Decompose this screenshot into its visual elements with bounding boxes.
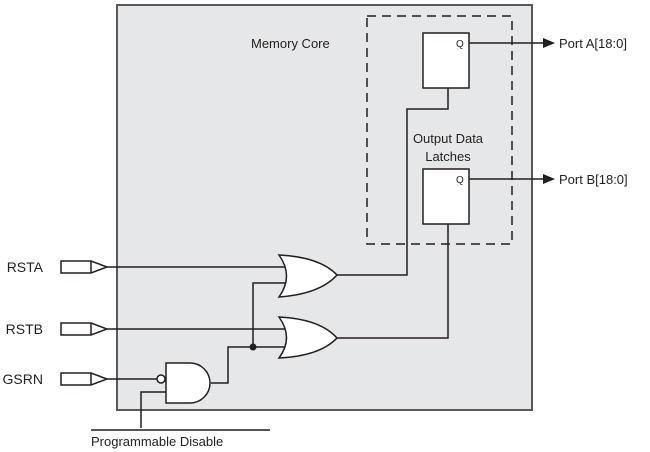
input-pin-gsrn [60,372,110,386]
memory-core-boundary [366,15,513,245]
programmable-disable-wire [140,391,166,428]
junction-dot [249,343,257,351]
rsta-pin-icon [60,260,110,274]
memory-core-label: Memory Core [251,36,330,51]
input-pin-rsta [60,260,110,274]
or-gate-a [277,254,339,298]
port-a-label: Port A[18:0] [559,36,627,51]
port-a-arrow-icon [543,38,555,48]
gsr-to-or-a-wire [252,282,285,347]
port-b-label: Port B[18:0] [559,172,628,187]
latch-b-reset-wire [337,224,449,339]
latches-label-line2: Latches [425,149,471,164]
rstb-label: RSTB [6,321,43,337]
input-pin-rstb [60,322,110,336]
rsta-label: RSTA [7,259,44,275]
latch-b [422,168,470,225]
latch-a [422,32,470,89]
latch-a-reset-wire [337,88,449,276]
programmable-disable-label: Programmable Disable [91,434,223,449]
or-gate-b [277,316,339,359]
port-b-arrow-icon [543,174,555,184]
and-gate [165,362,211,404]
latch-b-q-pin: Q [456,175,464,186]
latches-label-line1: Output Data [413,131,484,146]
rstb-pin-icon [60,322,110,336]
gsrn-label: GSRN [3,371,43,387]
gsrn-pin-icon [60,372,110,386]
inverter-bubble-icon [156,374,166,384]
latch-a-q-pin: Q [456,39,464,50]
